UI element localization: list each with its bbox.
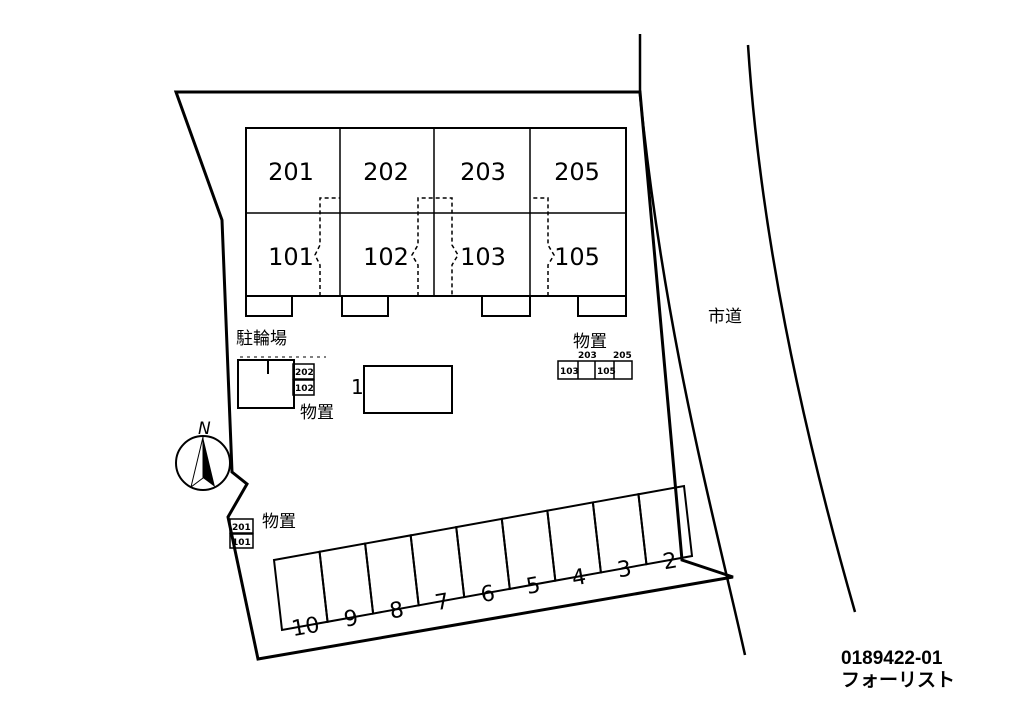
- storage-tag-205: 205: [613, 351, 632, 361]
- parking-number: 4: [570, 565, 588, 592]
- company-name: フォーリスト: [841, 670, 956, 691]
- storage-tag-103: 103: [560, 367, 579, 377]
- north-label: N: [198, 419, 211, 439]
- storage-tag-203: 203: [578, 351, 597, 361]
- unit-105: 105: [554, 243, 600, 271]
- parking-number: 9: [342, 606, 360, 633]
- storage-tag-105: 105: [597, 367, 616, 377]
- unit-202: 202: [363, 158, 409, 186]
- parking-number: 5: [524, 573, 542, 600]
- parking-number: 8: [388, 598, 406, 625]
- parking-number: 10: [290, 613, 322, 642]
- city-road-label: 市道: [708, 307, 742, 327]
- unit-102: 102: [363, 243, 409, 271]
- parking-number: 3: [615, 556, 633, 583]
- property-code: 0189422-01: [841, 648, 943, 669]
- storage-right-boxes: [557, 360, 633, 380]
- parking-number: 7: [433, 589, 451, 616]
- bicycle-parking-area: [237, 359, 295, 409]
- storage-tag-202: 202: [295, 368, 314, 378]
- storage-label-right: 物置: [573, 332, 607, 352]
- storage-box-101: [229, 533, 254, 549]
- road-edge-right-line: [638, 94, 747, 656]
- storage-label-bottom: 物置: [262, 512, 296, 532]
- property-boundary: [173, 90, 734, 661]
- parking-number: 2: [661, 548, 679, 575]
- unit-103: 103: [460, 243, 506, 271]
- unit-201: 201: [268, 158, 314, 186]
- car-space-1: [363, 365, 453, 414]
- storage-label-left: 物置: [300, 403, 334, 423]
- car-space-1-label: 1: [351, 375, 364, 399]
- storage-box-102: [292, 379, 315, 396]
- storage-tag-102: 102: [295, 384, 314, 394]
- storage-tag-201: 201: [232, 523, 251, 533]
- unit-101: 101: [268, 243, 314, 271]
- north-arrow-icon: [175, 435, 231, 491]
- unit-203: 203: [460, 158, 506, 186]
- bicycle-parking-label: 駐輪場: [236, 329, 287, 349]
- apartment-building: [245, 127, 627, 317]
- storage-box-201: [229, 518, 254, 534]
- storage-tag-101: 101: [232, 538, 251, 548]
- parking-stall: [637, 484, 694, 566]
- road-edge-far: [746, 44, 857, 613]
- unit-205: 205: [554, 158, 600, 186]
- storage-box-202: [292, 363, 315, 380]
- property-code-block: 0189422-01 フォーリスト: [841, 648, 955, 692]
- parking-number: 6: [479, 581, 497, 608]
